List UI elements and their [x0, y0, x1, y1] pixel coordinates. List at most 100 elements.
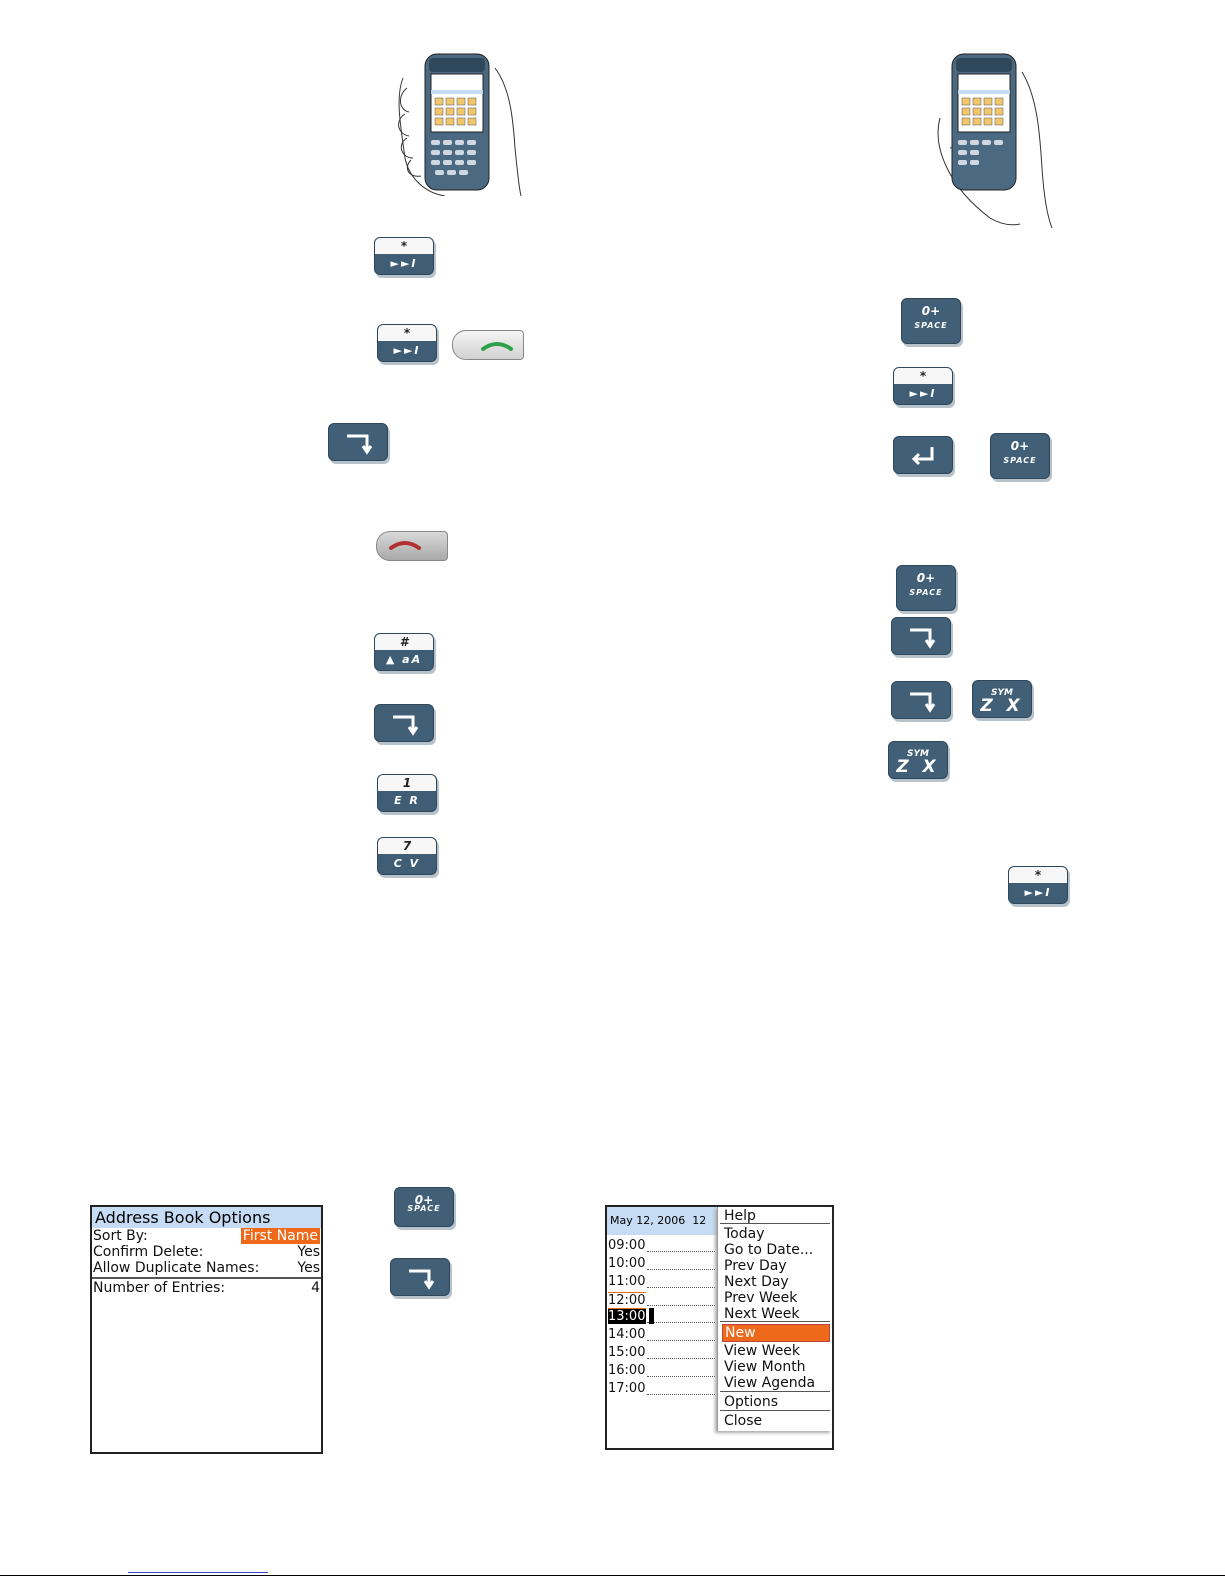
device-two-hand-illustration — [937, 53, 1053, 228]
calendar-date-header: May 12, 2006 12 — [607, 1207, 718, 1235]
entries-value: 4 — [311, 1280, 320, 1296]
allow-duplicate-value[interactable]: Yes — [297, 1260, 320, 1276]
menu-item-view-week[interactable]: View Week — [724, 1343, 801, 1359]
time-slot-label[interactable]: 15:00 — [608, 1345, 646, 1360]
space-key: 0+ SPACE — [394, 1187, 454, 1227]
escape-key — [891, 617, 951, 655]
send-call-key — [452, 330, 524, 360]
time-slot-label[interactable]: 14:00 — [608, 1327, 646, 1342]
menu-item-next-week[interactable]: Next Week — [724, 1306, 800, 1322]
entries-label: Number of Entries: — [93, 1280, 226, 1296]
key-top-label: * — [919, 369, 927, 383]
key-top-label: * — [403, 326, 411, 340]
menu-item-new[interactable]: New — [722, 1324, 830, 1342]
key-bottom-label: ►►I — [909, 387, 937, 400]
menu-item-options[interactable]: Options — [724, 1394, 779, 1410]
star-next-key: * ►►I — [1008, 866, 1068, 904]
escape-arrow-icon — [393, 715, 419, 736]
key-bottom-label: ►►I — [1024, 886, 1052, 899]
enter-key — [893, 436, 953, 474]
key-top-label: 0+ — [916, 571, 936, 585]
key-top-label: * — [1034, 868, 1042, 882]
escape-arrow-icon — [910, 692, 936, 713]
key-top-label: 0+ — [1010, 439, 1030, 453]
key-bottom-label: SPACE — [914, 321, 948, 330]
escape-arrow-icon — [910, 628, 936, 649]
time-slot-label[interactable]: 09:00 — [608, 1238, 646, 1253]
space-key: 0+ SPACE — [901, 298, 961, 344]
star-next-key: * ►►I — [893, 367, 953, 405]
time-slot-line — [647, 1358, 715, 1359]
allow-duplicate-label: Allow Duplicate Names: — [93, 1260, 260, 1276]
escape-key — [328, 423, 388, 461]
end-call-key — [376, 531, 448, 561]
menu-item-prev-day[interactable]: Prev Day — [724, 1258, 787, 1274]
sort-by-label: Sort By: — [93, 1228, 148, 1244]
menu-item-help[interactable]: Help — [724, 1208, 756, 1224]
time-slot-label[interactable]: 13:00 — [608, 1309, 646, 1324]
address-book-options-screen: Address Book Options Sort By: First Name… — [90, 1205, 323, 1454]
red-phone-icon — [389, 541, 421, 550]
cursor-marker — [649, 1308, 654, 1324]
time-slot-line — [647, 1322, 715, 1323]
key-bottom-label: ►►I — [390, 257, 418, 270]
e-r-key: 1 E R — [377, 774, 437, 812]
key-bottom-label: C V — [393, 857, 421, 870]
key-bottom-label: SPACE — [909, 588, 943, 597]
key-bottom-label: ▲ aA — [385, 653, 423, 666]
menu-separator — [720, 1391, 830, 1392]
key-bottom-label: ►►I — [393, 344, 421, 357]
c-v-key: 7 C V — [377, 837, 437, 875]
menu-item-next-day[interactable]: Next Day — [724, 1274, 789, 1290]
time-slot-line — [647, 1305, 715, 1306]
menu-separator — [720, 1223, 830, 1224]
menu-item-prev-week[interactable]: Prev Week — [724, 1290, 798, 1306]
green-phone-icon — [481, 342, 513, 351]
key-top-label: 1 — [402, 776, 412, 790]
calendar-date-suffix: 12 — [692, 1214, 707, 1227]
sym-z-x-key: SYM Z X — [888, 741, 948, 779]
time-slot-label[interactable]: 11:00 — [608, 1274, 646, 1289]
star-next-key: * ►►I — [374, 237, 434, 275]
escape-key — [374, 704, 434, 742]
hash-shift-key: # ▲ aA — [374, 633, 434, 671]
time-slot-line — [647, 1376, 715, 1377]
time-slot-label[interactable]: 16:00 — [608, 1363, 646, 1378]
escape-key — [390, 1258, 450, 1296]
menu-item-view-month[interactable]: View Month — [724, 1359, 806, 1375]
menu-item-today[interactable]: Today — [724, 1226, 765, 1242]
key-top-label: 0+ — [414, 1193, 434, 1207]
star-next-key: * ►►I — [377, 324, 437, 362]
menu-item-view-agenda[interactable]: View Agenda — [724, 1375, 816, 1391]
menu-separator — [720, 1410, 830, 1411]
key-top-label: * — [400, 239, 408, 253]
confirm-delete-row[interactable]: Confirm Delete: Yes — [92, 1244, 321, 1260]
escape-arrow-icon — [409, 1269, 435, 1290]
allow-duplicate-row[interactable]: Allow Duplicate Names: Yes — [92, 1260, 321, 1276]
time-slot-label[interactable]: 17:00 — [608, 1381, 646, 1396]
escape-key — [891, 681, 951, 719]
confirm-delete-value[interactable]: Yes — [297, 1244, 320, 1260]
sym-z-x-key: SYM Z X — [972, 680, 1032, 718]
time-slot-line — [647, 1251, 715, 1252]
key-bottom-label: E R — [394, 794, 420, 807]
device-one-hand-illustration — [398, 53, 522, 196]
time-slot-line — [647, 1269, 715, 1270]
time-slot-label[interactable]: 12:00 — [608, 1292, 646, 1309]
menu-item-close[interactable]: Close — [724, 1413, 763, 1429]
time-slot-line — [647, 1340, 715, 1341]
footer-link-rule — [128, 1572, 268, 1573]
menu-item-go-to-date[interactable]: Go to Date... — [724, 1242, 814, 1258]
space-key: 0+ SPACE — [896, 565, 956, 611]
divider — [92, 1277, 321, 1279]
confirm-delete-label: Confirm Delete: — [93, 1244, 204, 1260]
sort-by-row[interactable]: Sort By: First Name — [92, 1228, 321, 1244]
key-top-label: SYM — [991, 688, 1013, 698]
sort-by-value[interactable]: First Name — [240, 1228, 320, 1244]
time-slot-label[interactable]: 10:00 — [608, 1256, 646, 1271]
key-top-label: 7 — [402, 839, 412, 853]
key-bottom-label: Z X — [980, 696, 1024, 716]
key-bottom-label: SPACE — [407, 1204, 441, 1213]
time-slot-line — [647, 1394, 715, 1395]
